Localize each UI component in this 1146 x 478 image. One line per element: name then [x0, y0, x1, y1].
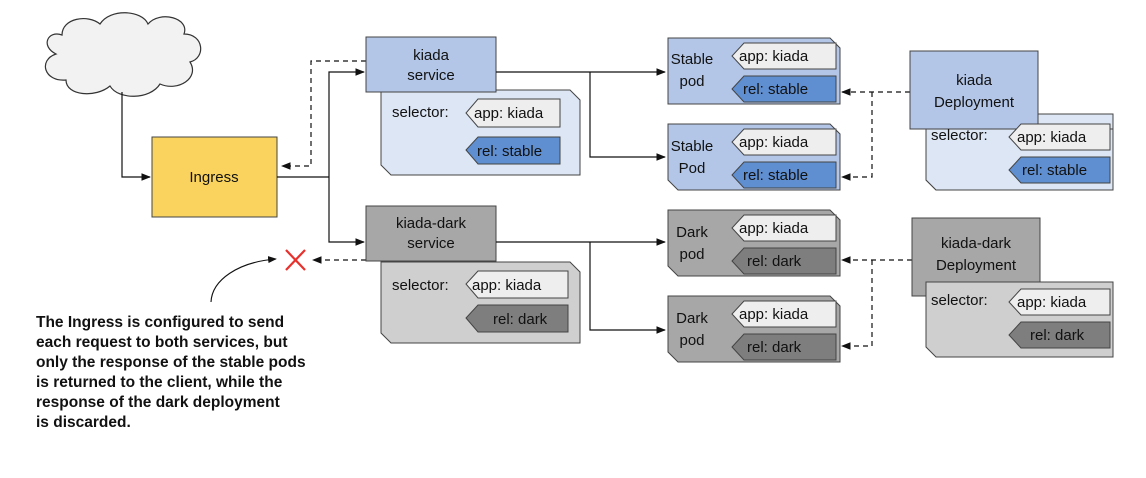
svg-text:pod: pod [679, 73, 704, 90]
svg-text:rel: dark: rel: dark [1030, 327, 1085, 344]
stable-pod-1-rel-label: rel: stable [731, 75, 837, 103]
ingress-box[interactable]: Ingress [151, 136, 278, 218]
svg-text:Dark: Dark [676, 224, 708, 241]
dark-deployment-name-line1: kiada-dark [941, 235, 1012, 252]
stable-deployment-to-pods-connector [841, 88, 910, 181]
svg-text:app: kiada: app: kiada [474, 105, 544, 122]
dark-service-selector-label: selector: [392, 277, 449, 294]
svg-text:Stable: Stable [671, 138, 714, 155]
svg-text:rel: dark: rel: dark [747, 339, 802, 356]
client-to-ingress-arrow [121, 92, 151, 181]
svg-text:rel: dark: rel: dark [493, 311, 548, 328]
svg-text:rel: stable: rel: stable [1022, 162, 1087, 179]
dark-deployment-app-label: app: kiada [1008, 288, 1111, 316]
svg-text:app: kiada: app: kiada [739, 306, 809, 323]
ingress-label: Ingress [189, 169, 238, 186]
stable-pod-2-rel-label: rel: stable [731, 161, 837, 189]
dark-service-rel-label: rel: dark [465, 304, 569, 333]
client-cloud-icon [44, 12, 202, 97]
dark-pod-1-app-label: app: kiada [731, 214, 837, 242]
dark-pod-1-rel-label: rel: dark [731, 247, 837, 275]
svg-text:app: kiada: app: kiada [739, 134, 809, 151]
stable-deployment-rel-label: rel: stable [1008, 156, 1111, 184]
svg-text:Pod: Pod [679, 160, 706, 177]
stable-response-arrow [281, 60, 366, 170]
stable-service-name-line1: kiada [413, 47, 450, 64]
svg-text:app: kiada: app: kiada [1017, 129, 1087, 146]
dark-pod-2[interactable]: Dark pod app: kiada rel: dark [667, 295, 841, 363]
dark-service-name-line2: service [407, 235, 455, 252]
ingress-to-services-connector [277, 68, 365, 246]
annotation-text: The Ingress is configured to send each r… [36, 314, 306, 431]
svg-text:rel: dark: rel: dark [747, 253, 802, 270]
svg-text:app: kiada: app: kiada [472, 277, 542, 294]
dark-pod-1[interactable]: Dark pod app: kiada rel: dark [667, 209, 841, 277]
stable-pod-1[interactable]: Stable pod app: kiada rel: stable [667, 37, 841, 105]
discarded-x-icon [285, 249, 306, 271]
svg-text:rel: stable: rel: stable [477, 143, 542, 160]
stable-deployment-name-line2: Deployment [934, 94, 1015, 111]
stable-deployment-app-label: app: kiada [1008, 123, 1111, 151]
stable-pod-2-app-label: app: kiada [731, 128, 837, 156]
dark-pod-2-app-label: app: kiada [731, 300, 837, 328]
svg-text:app: kiada: app: kiada [1017, 294, 1087, 311]
stable-service-selector-label: selector: [392, 104, 449, 121]
stable-deployment[interactable]: kiada Deployment selector: app: kiada re… [909, 50, 1114, 191]
dark-pod-2-rel-label: rel: dark [731, 333, 837, 361]
stable-deployment-selector-label: selector: [931, 127, 988, 144]
stable-service-name-line2: service [407, 67, 455, 84]
svg-text:pod: pod [679, 246, 704, 263]
dark-service-app-label: app: kiada [465, 270, 569, 299]
stable-service-to-pods-connector [496, 68, 666, 161]
svg-text:rel: stable: rel: stable [743, 167, 808, 184]
svg-text:Dark: Dark [676, 310, 708, 327]
stable-service-rel-label: rel: stable [465, 136, 561, 165]
annotation-pointer-arrow [210, 256, 277, 303]
dark-deployment-rel-label: rel: dark [1008, 321, 1111, 349]
dark-deployment-selector-label: selector: [931, 292, 988, 309]
svg-text:Stable: Stable [671, 51, 714, 68]
stable-deployment-name-line1: kiada [956, 72, 993, 89]
svg-text:app: kiada: app: kiada [739, 220, 809, 237]
svg-text:pod: pod [679, 332, 704, 349]
dark-service-to-pods-connector [496, 238, 666, 334]
dark-deployment[interactable]: kiada-dark Deployment selector: app: kia… [911, 217, 1114, 358]
dark-deployment-to-pods-connector [841, 256, 912, 350]
stable-service[interactable]: kiada service selector: app: kiada rel: … [365, 36, 581, 176]
svg-text:rel: stable: rel: stable [743, 81, 808, 98]
stable-pod-1-app-label: app: kiada [731, 42, 837, 70]
stable-pod-2[interactable]: Stable Pod app: kiada rel: stable [667, 123, 841, 191]
dark-service-name-line1: kiada-dark [396, 215, 467, 232]
dark-deployment-name-line2: Deployment [936, 257, 1017, 274]
dark-service[interactable]: kiada-dark service selector: app: kiada … [365, 205, 581, 344]
svg-text:app: kiada: app: kiada [739, 48, 809, 65]
stable-service-app-label: app: kiada [465, 98, 561, 128]
